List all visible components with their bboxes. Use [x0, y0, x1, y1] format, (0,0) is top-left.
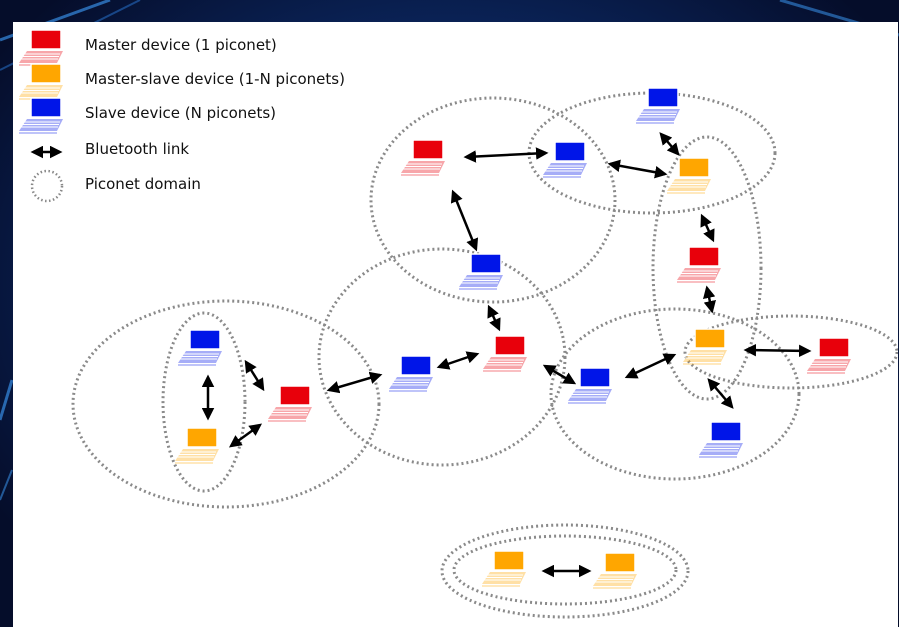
piconet-diagram: [18, 29, 898, 619]
bluetooth-link: [703, 285, 716, 314]
laptop-master-slave-icon: [592, 552, 638, 590]
bluetooth-link: [542, 364, 577, 385]
piconet-domain: [369, 96, 617, 304]
bluetooth-link: [487, 304, 501, 332]
bluetooth-link: [743, 343, 812, 358]
legend-label-domain: Piconet domain: [85, 175, 201, 193]
laptop-slave-icon: [542, 141, 588, 179]
bluetooth-link: [659, 132, 680, 156]
bluetooth-link: [450, 189, 479, 252]
legend-laptop-master-slave-icon: [18, 63, 64, 101]
laptop-master-icon: [806, 337, 852, 375]
legend-dotted-circle-icon: [30, 169, 64, 203]
piconet-domain: [651, 135, 763, 401]
legend-label-link: Bluetooth link: [85, 140, 190, 158]
bluetooth-link: [700, 213, 715, 243]
piconet-domain: [440, 523, 690, 619]
bluetooth-link: [326, 371, 383, 394]
piconet-domain: [161, 311, 247, 493]
laptop-master-icon: [482, 335, 528, 373]
laptop-slave-icon: [635, 87, 681, 125]
legend-label-master: Master device (1 piconet): [85, 36, 277, 54]
piconet-domain: [71, 299, 381, 509]
bluetooth-link: [624, 353, 677, 379]
bluetooth-link: [607, 159, 668, 179]
piconet-domain: [683, 314, 898, 390]
bluetooth-link: [707, 378, 734, 409]
bluetooth-link: [436, 351, 480, 370]
laptop-slave-icon: [388, 355, 434, 393]
laptop-slave-icon: [458, 253, 504, 291]
legend-item-master-slave: Master-slave device (1-N piconets): [13, 66, 433, 96]
diagram-panel: Master device (1 piconet) Master-slave d…: [13, 22, 898, 627]
laptop-slave-icon: [567, 367, 613, 405]
laptop-master-icon: [676, 246, 722, 284]
laptop-master-icon: [400, 139, 446, 177]
bluetooth-link: [228, 423, 263, 448]
piconet-domain: [549, 307, 801, 481]
laptop-slave-icon: [177, 329, 223, 367]
legend-item-domain: Piconet domain: [13, 171, 433, 201]
bluetooth-link: [463, 147, 549, 163]
piconet-domain: [317, 247, 567, 467]
legend-label-master-slave: Master-slave device (1-N piconets): [85, 70, 345, 88]
laptop-master-slave-icon: [481, 550, 527, 588]
bluetooth-link: [244, 359, 265, 392]
laptop-master-slave-icon: [174, 427, 220, 465]
legend-item-link: Bluetooth link: [13, 136, 433, 166]
laptop-master-icon: [267, 385, 313, 423]
legend-laptop-slave-icon: [18, 97, 64, 135]
legend-label-slave: Slave device (N piconets): [85, 104, 277, 122]
piconet-domain: [452, 534, 678, 606]
legend-item-slave: Slave device (N piconets): [13, 100, 433, 130]
laptop-slave-icon: [698, 421, 744, 459]
legend-item-master: Master device (1 piconet): [13, 32, 433, 62]
laptop-master-slave-icon: [682, 328, 728, 366]
legend-laptop-master-icon: [18, 29, 64, 67]
